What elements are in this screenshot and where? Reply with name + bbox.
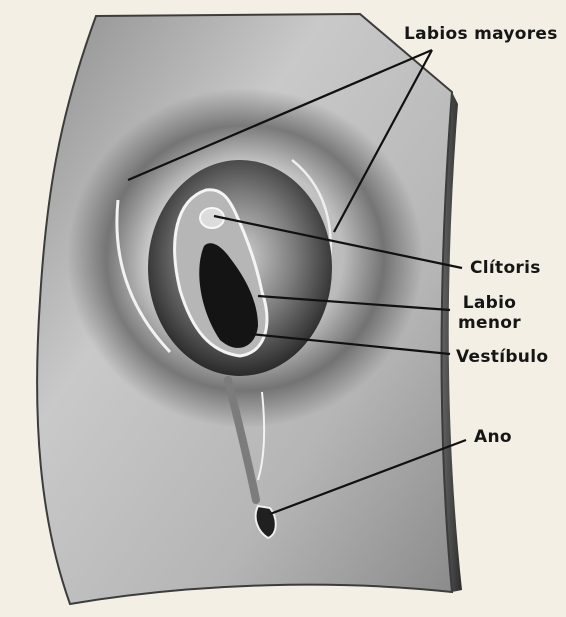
label-labio-menor: Labio menor xyxy=(458,293,521,333)
label-labio-menor-line1: Labio xyxy=(458,293,521,313)
label-labio-menor-line2: menor xyxy=(458,313,521,333)
label-ano: Ano xyxy=(474,427,512,447)
label-labios-mayores: Labios mayores xyxy=(404,24,558,44)
label-clitoris: Clítoris xyxy=(470,258,541,278)
label-vestibulo: Vestíbulo xyxy=(456,347,548,367)
